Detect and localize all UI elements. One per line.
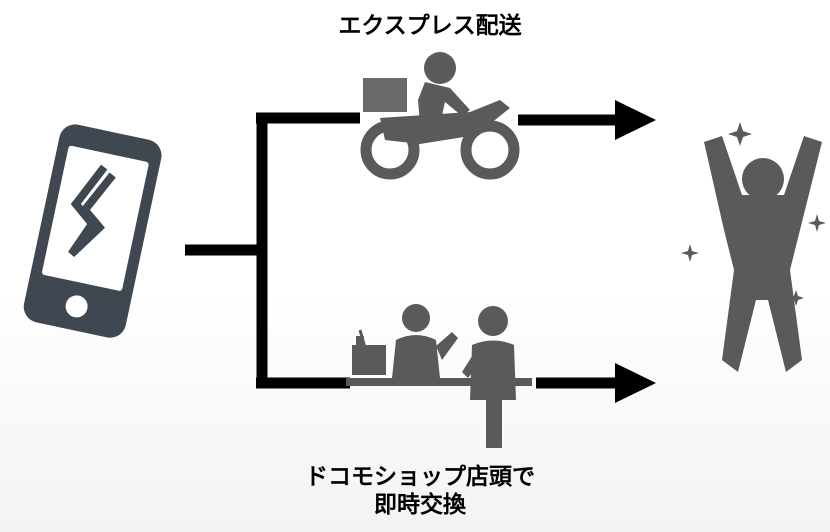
broken-phone-icon: [23, 124, 162, 338]
shop-exchange-label: ドコモショップ店頭で 即時交換: [270, 463, 570, 519]
shop-exchange-label-line1: ドコモショップ店頭で: [305, 464, 535, 490]
connector-lines: [185, 112, 360, 389]
motorcycle-delivery-icon: [360, 52, 520, 180]
shop-exchange-label-line2: 即時交換: [374, 492, 466, 518]
shop-counter-icon: [346, 304, 532, 448]
arrow-top: [518, 100, 656, 140]
express-delivery-label: エクスプレス配送: [338, 13, 522, 39]
sparkle-icons: [681, 122, 826, 306]
arrow-bottom: [536, 363, 656, 403]
happy-person-icon: [704, 136, 822, 372]
